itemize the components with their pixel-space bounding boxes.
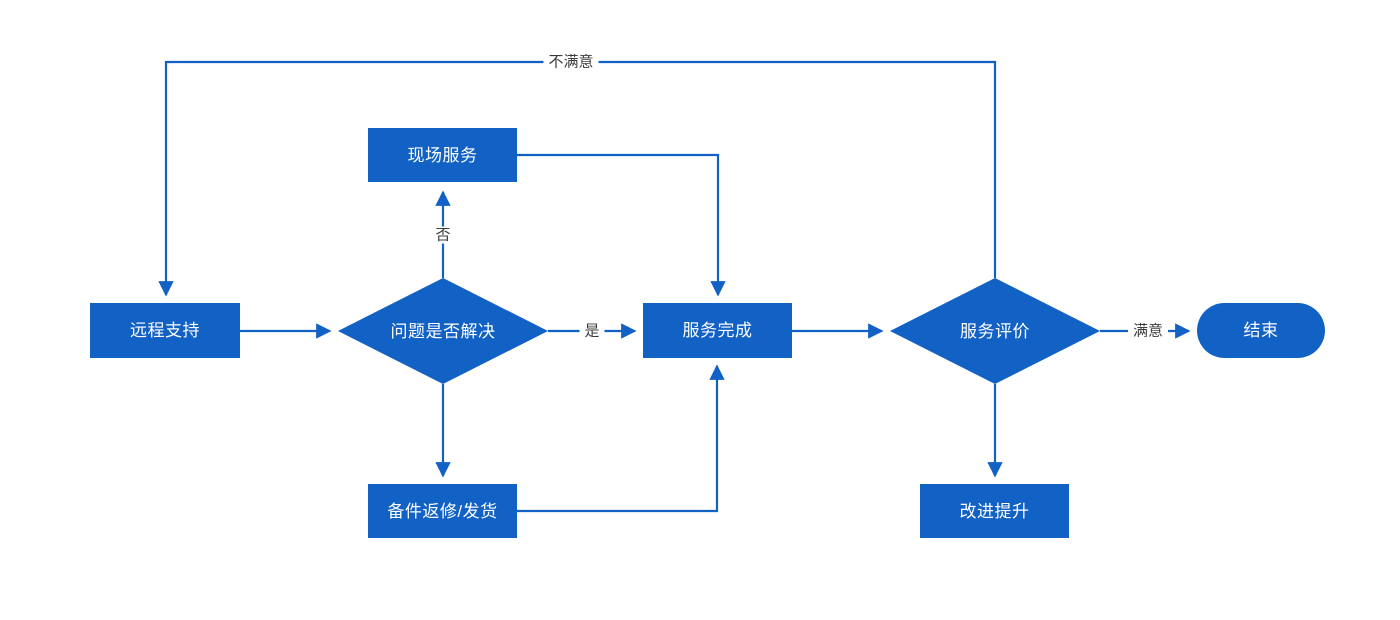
node-label: 改进提升 [959, 501, 1030, 521]
node-label: 现场服务 [407, 145, 478, 165]
node-remote-support[interactable]: 远程支持 [90, 303, 240, 358]
edge-label-dissatisfied: 不满意 [543, 53, 599, 71]
node-label: 问题是否解决 [390, 321, 496, 341]
edge-label-satisfied: 满意 [1127, 322, 1169, 340]
node-issue-resolved-decision[interactable]: 问题是否解决 [338, 278, 548, 384]
node-label: 结束 [1243, 321, 1279, 340]
node-improvement[interactable]: 改进提升 [920, 484, 1069, 538]
edge-label-no: 否 [430, 226, 456, 244]
node-onsite-service[interactable]: 现场服务 [368, 128, 517, 182]
node-label: 服务完成 [682, 321, 753, 340]
edge-onsite-to-done [517, 153, 726, 297]
node-parts-repair-shipping[interactable]: 备件返修/发货 [368, 484, 517, 538]
node-label: 备件返修/发货 [387, 501, 498, 521]
edge-review-to-remote [158, 60, 997, 297]
node-label: 服务评价 [960, 321, 1030, 341]
node-service-review-decision[interactable]: 服务评价 [890, 278, 1100, 384]
node-label: 远程支持 [130, 321, 200, 340]
node-end[interactable]: 结束 [1197, 303, 1325, 358]
edge-label-yes: 是 [579, 322, 605, 340]
edge-parts-to-done [517, 364, 725, 513]
node-service-complete[interactable]: 服务完成 [643, 303, 792, 358]
